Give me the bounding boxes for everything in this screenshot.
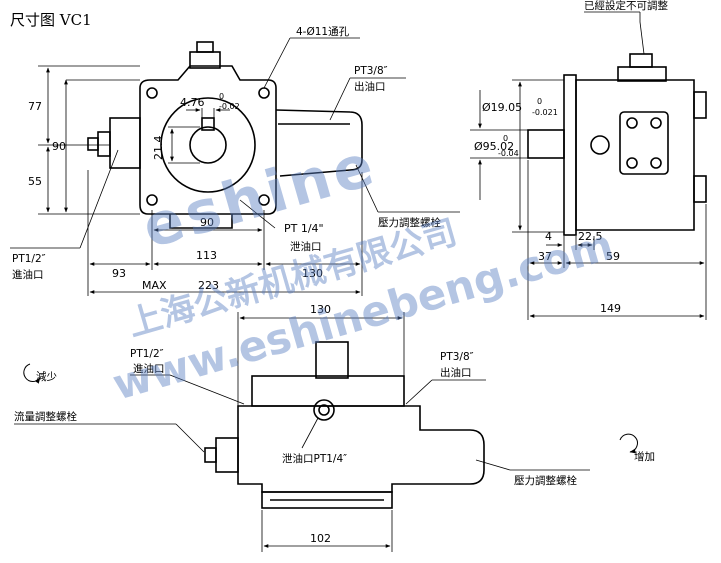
inlet-boss [109,117,141,169]
tol-4-76-lower: -0.02 [219,102,240,111]
watermark: eshine 上海公新机械有限公司 www.eshinebeng.com [107,130,618,410]
tol-95-02-lower: -0.04 [498,149,519,158]
pressure-screw-label: 壓力調整螺栓 [378,216,441,229]
tol-4-76-upper: 0 [219,92,224,101]
side-dim-lines [470,11,707,320]
drain-port [313,399,335,421]
front-dim-lines [10,37,460,296]
top-shaft [315,341,349,379]
dim-22-5: 22.5 [578,230,603,243]
dim-37: 37 [538,250,552,263]
dim-95-02: Ø95.02 [474,140,514,153]
increase-label: 增加 [634,450,655,463]
top-inlet-cn-label: 進油口 [133,362,165,375]
dim-55: 55 [28,175,42,188]
dim-90h: 90 [200,216,214,229]
no-adjust-label: 已經設定不可調整 [584,0,668,12]
inlet-cn-label: 進油口 [12,268,44,281]
shaft-key [201,117,215,131]
bolt-hole [258,194,270,206]
drain-cn-label: 泄油口 [290,240,322,253]
bolt-hole [258,87,270,99]
top-view [204,341,485,509]
dim-top-130: 130 [310,303,331,316]
top-inlet-label: PT1/2″ [130,348,164,360]
dim-149: 149 [600,302,621,315]
dim-130: 130 [302,267,323,280]
front-view [87,41,363,229]
decrease-label: 減少 [36,370,57,383]
top-outlet-cn-label: 出油口 [440,366,472,379]
dim-4-76: 4.76 [180,96,205,109]
outlet-label: PT3/8″ [354,65,388,77]
bolt-hole [146,87,158,99]
side-view [527,53,707,236]
outlet-arm [275,109,363,177]
dim-4: 4 [545,230,552,243]
dim-59: 59 [606,250,620,263]
bolt-plate [619,111,669,175]
drain-label: PT 1/4" [284,222,324,235]
side-body [575,79,695,231]
flow-screw-label: 流量調整螺栓 [14,410,77,423]
holes-label: 4-Ø11通孔 [296,25,350,38]
flange-outline [139,65,277,215]
dim-90v: 90 [52,140,66,153]
side-shaft [527,129,565,159]
dim-77: 77 [28,100,42,113]
rotation-arrows [23,363,638,454]
top-dim-lines [14,312,590,552]
tol-19-05-upper: 0 [537,97,542,106]
outlet-cn-label: 出油口 [354,80,386,93]
bolt-hole [146,194,158,206]
increase-rotation-icon [619,433,638,454]
dim-113: 113 [196,249,217,262]
front-texts: 4-Ø11通孔 PT3/8″ 出油口 PT1/2″ 進油口 PT 1/4" 泄油… [12,25,441,292]
decrease-rotation-icon [23,363,41,384]
top-outlet-label: PT3/8″ [440,351,474,363]
dim-19-05: Ø19.05 [482,101,522,114]
side-texts: 已經設定不可調整 Ø19.05 0 -0.021 Ø95.02 0 -0.04 … [474,0,668,315]
side-flange [563,74,577,236]
dim-top-102: 102 [310,532,331,545]
tol-95-02-upper: 0 [503,134,508,143]
top-lower-body [237,405,485,493]
top-pressure-screw-label: 壓力調整螺栓 [514,474,577,487]
dim-max: MAX [142,279,167,292]
dim-93: 93 [112,267,126,280]
drawing-title: 尺寸图 VC1 [10,11,92,29]
top-drain-label: 泄油口PT1/4″ [282,452,347,465]
dim-223: 223 [198,279,219,292]
body-circle [160,97,256,193]
inlet-label: PT1/2″ [12,253,46,265]
top-texts: 130 102 PT1/2″ 進油口 PT3/8″ 出油口 流量調整螺栓 泄油口… [14,303,655,545]
tol-19-05-lower: -0.021 [532,108,558,117]
shaft-bore [189,126,227,164]
dim-21-4: 21.4 [152,136,165,161]
